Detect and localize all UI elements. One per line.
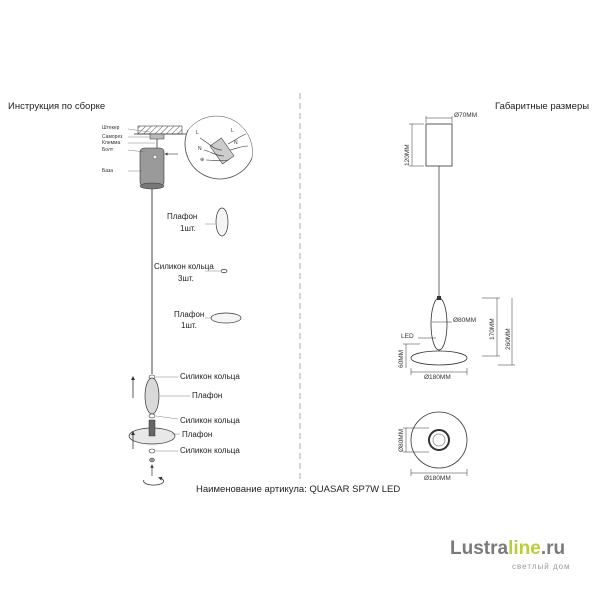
dim-lower-height: 60ММ — [398, 349, 405, 368]
wire-label-4: L — [231, 128, 234, 134]
dim-canopy-height: 120ММ — [404, 144, 411, 166]
dim-upper-shade-height: 170ММ — [489, 318, 496, 340]
shade-part-1 — [215, 207, 229, 237]
dimension-bottom-view — [403, 411, 468, 476]
logo-tagline: светлый дом — [512, 562, 571, 571]
label-samorez: Саморез — [102, 134, 123, 140]
label-shtyrek: Штекер — [102, 125, 120, 131]
label-rings: Силикон кольца — [154, 262, 214, 271]
dim-canopy-diameter: Ø70ММ — [454, 112, 478, 119]
dim-disc-diameter: Ø180ММ — [424, 374, 451, 381]
dim-total-height: 260ММ — [505, 328, 512, 350]
wire-label-1: L — [196, 130, 199, 136]
dim-led-label: LED — [401, 333, 414, 340]
label-ring-c: Силикон кольца — [180, 446, 240, 455]
lustraline-logo: Lustraline.ru светлый дом — [450, 538, 580, 578]
label-shade-1-qty: 1шт. — [180, 224, 196, 233]
label-rings-qty: 3шт. — [178, 274, 194, 283]
label-ring-a: Силикон кольца — [180, 372, 240, 381]
wire-label-3: ⊕ — [200, 157, 205, 163]
assembly-stack — [128, 374, 190, 486]
dim-bottom-outer-diameter: Ø180ММ — [424, 475, 451, 482]
label-shade-b: Плафон — [182, 430, 213, 439]
shade-part-2 — [210, 312, 242, 324]
dimension-side-view — [403, 116, 515, 375]
dimensions-header: Габаритные размеры — [495, 101, 590, 112]
label-bolt: Болт — [102, 147, 114, 153]
label-shade-1: Плафон — [167, 212, 198, 221]
article-label: Наименование артикула: — [196, 484, 307, 495]
article-line: Наименование артикула: QUASAR SP7W LED — [196, 484, 400, 495]
wire-label-5: N — [234, 140, 238, 146]
dim-bottom-inner-diameter: Ø80ММ — [398, 428, 405, 452]
wire-label-2: N — [198, 146, 202, 152]
label-ring-b: Силикон кольца — [180, 416, 240, 425]
article-value: QUASAR SP7W LED — [309, 484, 401, 495]
label-klemma: Клемма — [102, 140, 121, 146]
label-shade-2: Плафон — [174, 310, 205, 319]
assembly-header: Инструкция по сборке — [8, 101, 106, 112]
logo-wordmark: Lustraline.ru — [450, 538, 566, 559]
label-baza: База — [102, 168, 114, 174]
wiring-detail — [184, 115, 253, 180]
label-shade-a: Плафон — [192, 391, 223, 400]
label-shade-2-qty: 1шт. — [181, 321, 197, 330]
silicone-rings-part — [220, 269, 228, 273]
dim-upper-shade-diameter: Ø80ММ — [453, 317, 477, 324]
ceiling-mount-detail — [127, 125, 186, 190]
